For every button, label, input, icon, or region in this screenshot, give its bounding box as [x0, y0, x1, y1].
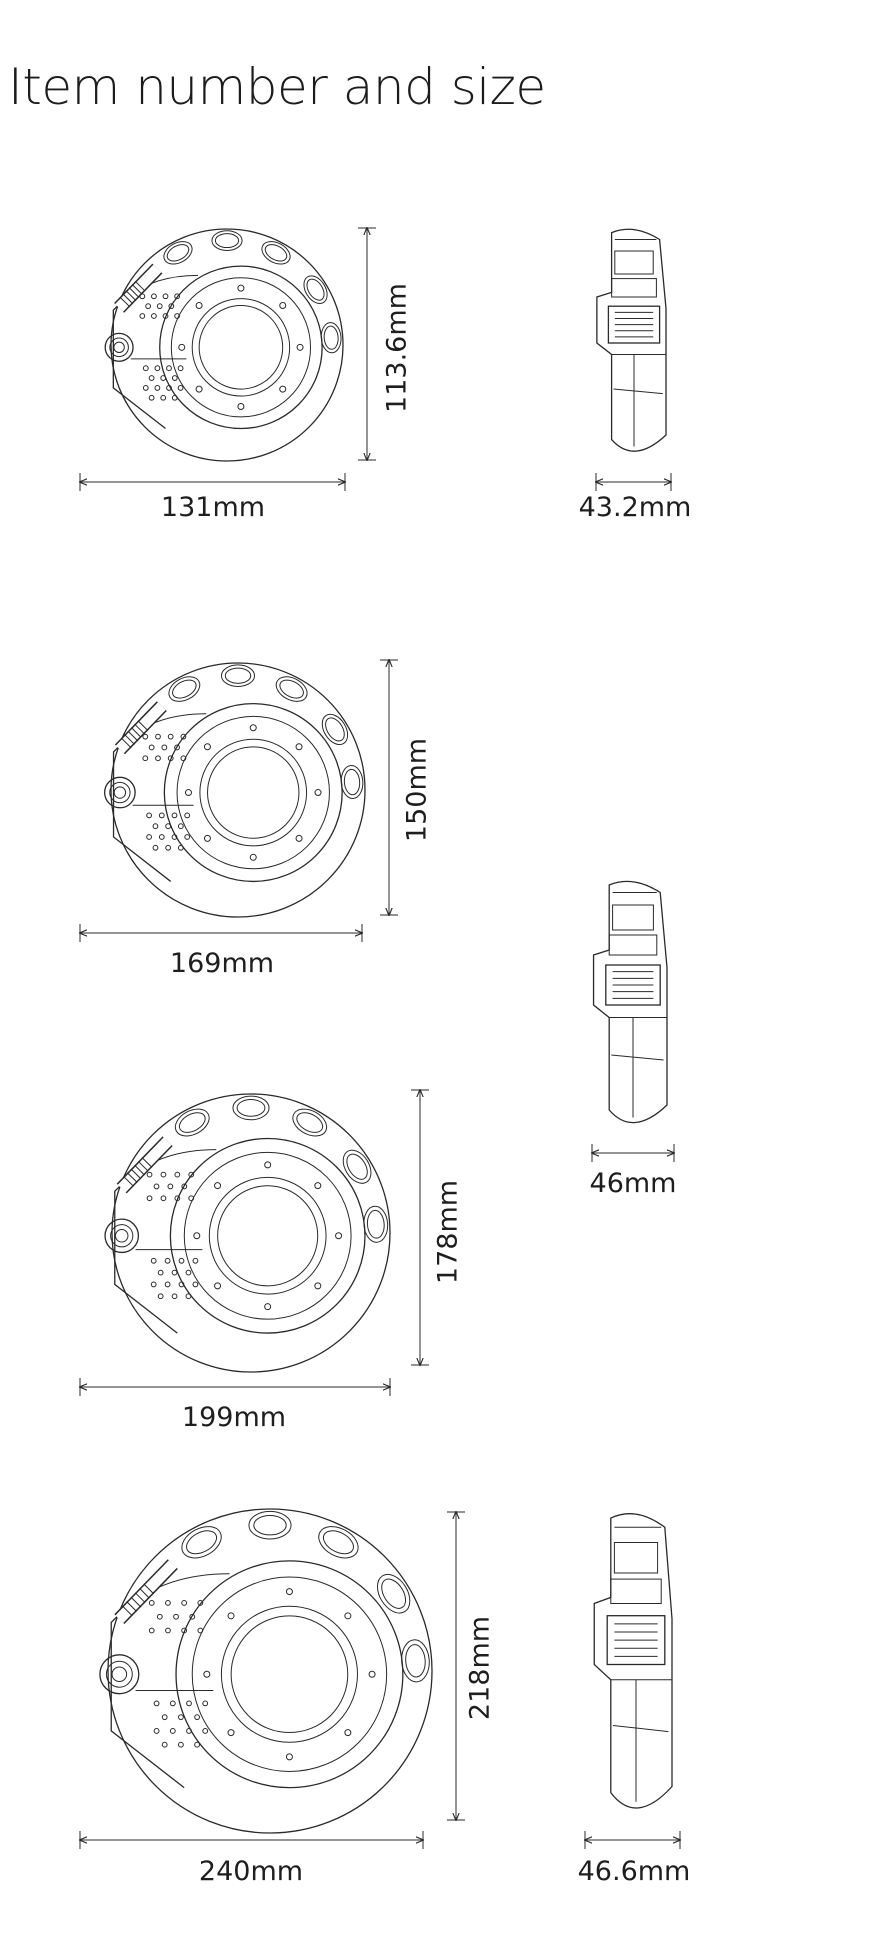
grip-bump [232, 1095, 270, 1121]
rivet [99, 1654, 140, 1695]
item2-height-dim [380, 660, 398, 915]
reel-side-2 [592, 880, 668, 1124]
grip-bump [248, 1510, 292, 1540]
reel-front-4 [99, 1508, 433, 1834]
dimension-lines [80, 228, 680, 1849]
reel-hub [163, 702, 343, 883]
item2-height-label: 150mm [401, 737, 433, 843]
front-views [99, 228, 433, 1834]
grip-bump [340, 765, 364, 800]
item1-height-dim [358, 228, 376, 460]
grip-bump [376, 1573, 411, 1614]
grip-bump [168, 676, 201, 702]
grip-ridges [607, 305, 661, 344]
rivet [104, 332, 134, 362]
grip-bump [363, 1205, 389, 1243]
grip-bump [321, 713, 349, 746]
item4-depth-label: 46.6mm [577, 1856, 691, 1887]
item1-width-dim [80, 473, 345, 491]
item4-width-label: 240mm [198, 1856, 304, 1887]
rivet [104, 776, 136, 809]
item3-width-label: 199mm [181, 1402, 287, 1433]
grip-bump [220, 664, 256, 687]
item4-width-dim [80, 1831, 423, 1849]
item4-depth-dim [585, 1831, 680, 1849]
item1-height-label: 113.6mm [381, 283, 413, 413]
item2-width-dim [80, 924, 362, 942]
grip-bump [292, 1108, 328, 1137]
grip-ridges [606, 1615, 666, 1666]
item3-width-dim [80, 1378, 390, 1396]
grip-bump [261, 241, 291, 265]
grip-bump [211, 230, 243, 251]
reel-hub [169, 1137, 366, 1334]
reel-front-3 [104, 1093, 391, 1373]
reel-hub [159, 265, 323, 430]
item4-height-label: 218mm [464, 1615, 496, 1721]
reel-side-4 [593, 1513, 673, 1809]
item2-depth-label: 46mm [589, 1168, 677, 1199]
grip-bump [163, 241, 193, 265]
grip-bump [401, 1639, 430, 1683]
grip-bump [318, 1526, 359, 1559]
reel-hub [175, 1560, 404, 1789]
item1-depth-label: 43.2mm [578, 492, 692, 523]
item3-height-label: 178mm [432, 1179, 464, 1285]
item1-depth-dim [596, 473, 671, 491]
grip-bump [320, 322, 342, 354]
item2-width-label: 169mm [169, 948, 275, 979]
rivet [104, 1218, 140, 1254]
side-views [592, 228, 673, 1809]
item1-width-label: 131mm [160, 492, 266, 523]
grip-bump [275, 676, 308, 702]
reel-front-2 [104, 662, 366, 918]
item4-height-dim [447, 1512, 465, 1820]
grip-bump [181, 1526, 222, 1559]
grip-bump [303, 275, 328, 304]
grip-bump [342, 1149, 372, 1184]
page-title: Item number and size [8, 58, 546, 116]
item3-height-dim [411, 1090, 429, 1365]
reel-front-1 [104, 228, 344, 462]
grip-bump [174, 1108, 210, 1137]
reel-side-1 [596, 228, 667, 452]
item2-depth-dim [592, 1144, 674, 1162]
grip-ridges [605, 964, 661, 1006]
